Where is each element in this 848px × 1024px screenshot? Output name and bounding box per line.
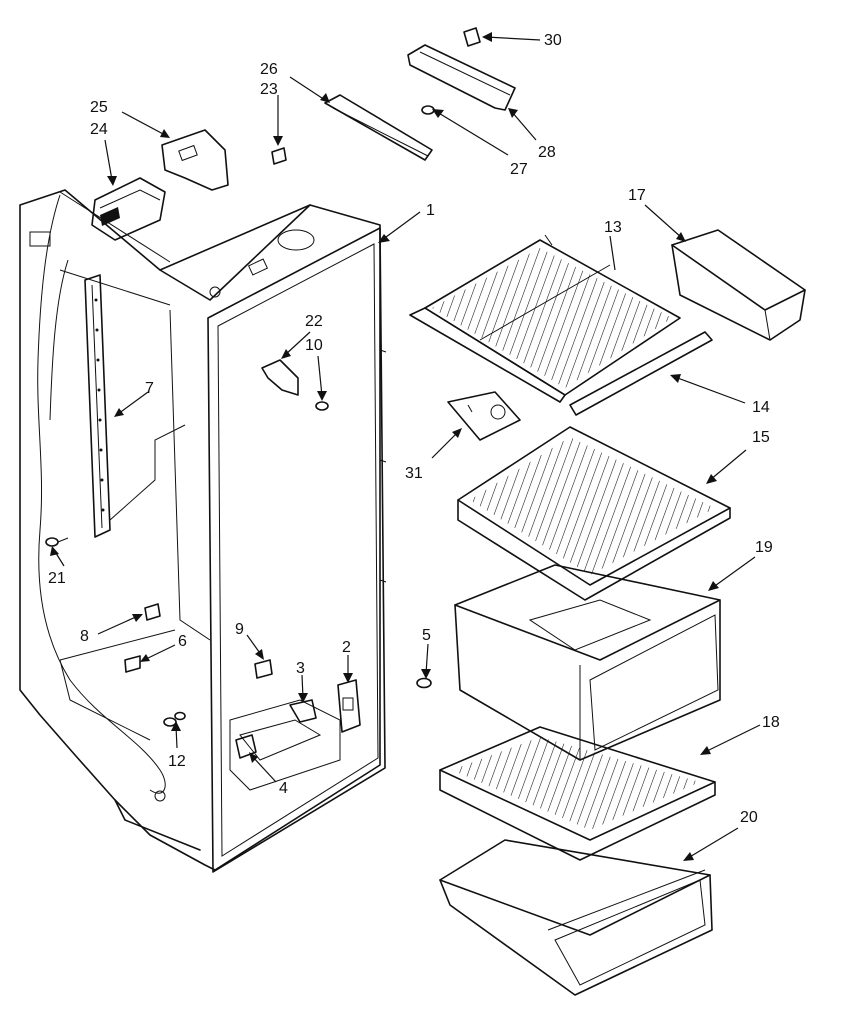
callout-18: 18 (762, 714, 780, 731)
callout-numbers: 30 28 27 26 23 25 24 1 13 17 14 15 19 18… (48, 32, 780, 826)
callout-30: 30 (544, 32, 562, 49)
callout-15: 15 (752, 429, 770, 446)
crisper-cover (457, 426, 731, 601)
control-housing (91, 129, 229, 241)
lower-crisper-cover (439, 726, 716, 861)
callout-3: 3 (296, 660, 305, 677)
callout-25: 25 (90, 99, 108, 116)
callout-20: 20 (740, 809, 758, 826)
callout-13: 13 (604, 219, 622, 236)
callout-8: 8 (80, 628, 89, 645)
callout-6: 6 (178, 633, 187, 650)
callout-27: 27 (510, 161, 528, 178)
callout-28: 28 (538, 144, 556, 161)
top-channels (324, 27, 516, 161)
shelf-trim (569, 331, 713, 416)
callout-14: 14 (752, 399, 770, 416)
leader-lines (50, 32, 761, 861)
utility-bin (671, 229, 806, 341)
wire-shelf (409, 234, 681, 403)
callout-21: 21 (48, 570, 66, 587)
callout-23: 23 (260, 81, 278, 98)
callout-19: 19 (755, 539, 773, 556)
cabinet-liner (19, 189, 387, 873)
mounting-plate (447, 391, 521, 441)
callout-2: 2 (342, 639, 351, 656)
lower-drawer (439, 839, 713, 996)
callout-9: 9 (235, 621, 244, 638)
callout-7: 7 (145, 380, 154, 397)
callout-1: 1 (426, 202, 435, 219)
callout-24: 24 (90, 121, 108, 138)
callout-17: 17 (628, 187, 646, 204)
callout-31: 31 (405, 465, 423, 482)
callout-4: 4 (279, 780, 288, 797)
hardware (45, 105, 435, 759)
callout-26: 26 (260, 61, 278, 78)
upper-crisper-drawer (454, 564, 721, 761)
callout-10: 10 (305, 337, 323, 354)
callout-22: 22 (305, 313, 323, 330)
callout-12: 12 (168, 753, 186, 770)
callout-5: 5 (422, 627, 431, 644)
shelf-rail (84, 274, 186, 538)
